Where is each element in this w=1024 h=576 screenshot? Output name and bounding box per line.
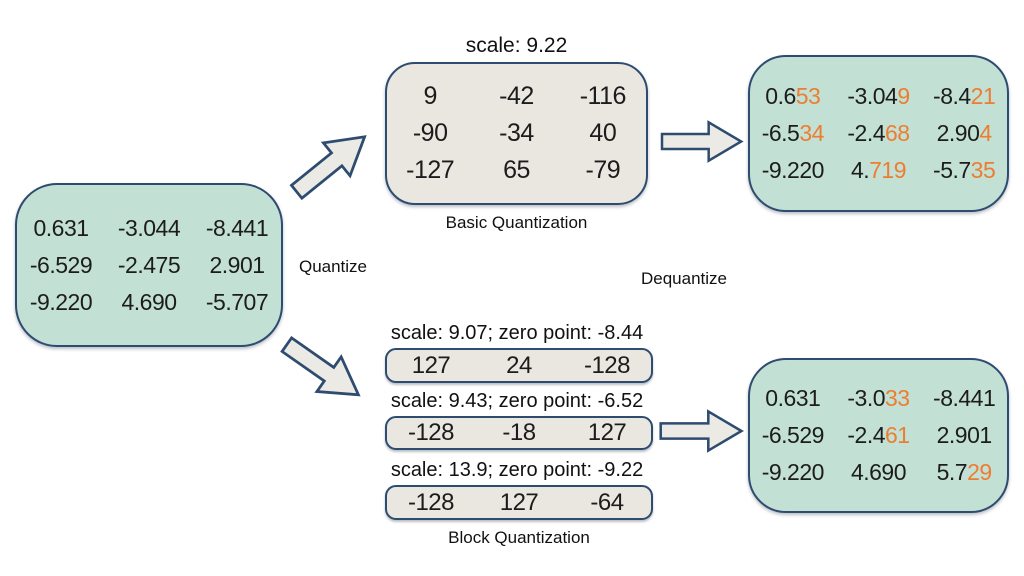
matrix-cell: -3.044 — [117, 214, 181, 241]
matrix-row: 9 -42 -116 — [387, 78, 646, 115]
matrix-cell: -5.707 — [205, 288, 269, 315]
matrix-cell: 127 — [411, 351, 451, 379]
basic-quantization-caption: Basic Quantization — [445, 213, 588, 232]
matrix-cell: 40 — [589, 119, 617, 147]
quantize-label: Quantize — [298, 257, 368, 276]
matrix-cell: -42 — [499, 82, 534, 110]
matrix-cell: 2.901 — [209, 251, 265, 278]
matrix-cell: 4.690 — [121, 288, 177, 315]
matrix-cell: -8.441 — [933, 385, 996, 411]
block-quantized-row-1: 127 24 -128 — [385, 348, 653, 383]
arrow-right-icon — [660, 120, 744, 163]
matrix-cell: -3.049 — [847, 83, 910, 109]
original-matrix: 0.631 -3.044 -8.441 -6.529 -2.475 2.901 … — [17, 210, 281, 321]
arrow-right-icon — [659, 409, 744, 453]
matrix-row: -127 65 -79 — [387, 152, 646, 189]
block-quantization-caption: Block Quantization — [448, 528, 590, 547]
matrix-cell: 0.631 — [33, 214, 89, 241]
matrix-row: -9.220 4.690 5.729 — [750, 454, 1007, 491]
matrix-cell: 0.631 — [765, 385, 821, 411]
block-scale-label-1: scale: 9.07; zero point: -8.44 — [390, 322, 644, 344]
matrix-cell: -34 — [499, 119, 534, 147]
matrix-cell: 0.653 — [765, 83, 821, 109]
basic-quantized-matrix-box: 9 -42 -116 -90 -34 40 -127 65 -79 — [385, 62, 648, 205]
matrix-cell: -5.735 — [933, 157, 996, 183]
matrix-row: -90 -34 40 — [387, 115, 646, 152]
matrix-row: -6.529 -2.475 2.901 — [17, 247, 281, 284]
matrix-cell: 127 — [587, 419, 627, 446]
matrix-cell: -2.475 — [117, 251, 181, 278]
matrix-row: 0.631 -3.033 -8.441 — [750, 380, 1007, 417]
block-quantized-row-3: -128 127 -64 — [385, 485, 653, 520]
matrix-row: -9.220 4.690 -5.707 — [17, 284, 281, 321]
matrix-row: -9.220 4.719 -5.735 — [750, 152, 1007, 189]
matrix-cell: -9.220 — [29, 288, 93, 315]
matrix-cell: -8.441 — [205, 214, 269, 241]
basic-scale-label: scale: 9.22 — [465, 34, 568, 57]
matrix-cell: -6.529 — [761, 422, 825, 448]
block-dequantized-matrix-box: 0.631 -3.033 -8.441 -6.529 -2.461 2.901 … — [748, 358, 1009, 513]
matrix-cell: -6.534 — [761, 120, 825, 146]
matrix-cell: -127 — [406, 156, 455, 184]
matrix-cell: -8.421 — [933, 83, 996, 109]
matrix-cell: 2.904 — [936, 120, 993, 146]
matrix-cell: -2.461 — [847, 422, 910, 448]
matrix-cell: -9.220 — [761, 459, 825, 485]
basic-quantized-matrix: 9 -42 -116 -90 -34 40 -127 65 -79 — [387, 78, 646, 189]
matrix-row: -6.534 -2.468 2.904 — [750, 115, 1007, 152]
matrix-row: -6.529 -2.461 2.901 — [750, 417, 1007, 454]
matrix-cell: -128 — [583, 351, 631, 379]
arrow-up-right-icon — [289, 135, 367, 201]
arrow-down-right-icon — [280, 335, 361, 397]
matrix-cell: -128 — [407, 488, 455, 516]
matrix-cell: 2.901 — [936, 422, 993, 448]
matrix-cell: -79 — [585, 156, 621, 184]
matrix-cell: 127 — [499, 488, 539, 516]
matrix-cell: -128 — [407, 419, 455, 446]
matrix-cell: -90 — [412, 119, 448, 147]
matrix-cell: -64 — [590, 488, 624, 516]
matrix-cell: 24 — [506, 351, 532, 379]
matrix-row: 0.653 -3.049 -8.421 — [750, 78, 1007, 115]
matrix-cell: 65 — [503, 156, 530, 184]
matrix-row: 0.631 -3.044 -8.441 — [17, 210, 281, 247]
dequantize-label: Dequantize — [640, 269, 727, 288]
block-dequantized-matrix: 0.631 -3.033 -8.441 -6.529 -2.461 2.901 … — [750, 380, 1007, 491]
matrix-cell: -9.220 — [761, 157, 825, 183]
block-scale-label-2: scale: 9.43; zero point: -6.52 — [390, 390, 644, 412]
basic-dequantized-matrix-box: 0.653 -3.049 -8.421 -6.534 -2.468 2.904 … — [748, 55, 1009, 212]
matrix-cell: -116 — [579, 82, 627, 110]
matrix-cell: 5.729 — [936, 459, 993, 485]
matrix-cell: -6.529 — [29, 251, 93, 278]
basic-dequantized-matrix: 0.653 -3.049 -8.421 -6.534 -2.468 2.904 … — [750, 78, 1007, 189]
matrix-cell: 4.690 — [850, 459, 907, 485]
matrix-cell: -18 — [502, 419, 536, 446]
block-quantized-row-2: -128 -18 127 — [385, 416, 653, 450]
matrix-cell: -2.468 — [847, 120, 910, 146]
matrix-cell: 9 — [423, 82, 437, 110]
block-scale-label-3: scale: 13.9; zero point: -9.22 — [390, 459, 644, 481]
original-matrix-box: 0.631 -3.044 -8.441 -6.529 -2.475 2.901 … — [15, 183, 283, 347]
matrix-cell: -3.033 — [847, 385, 910, 411]
matrix-cell: 4.719 — [850, 157, 907, 183]
